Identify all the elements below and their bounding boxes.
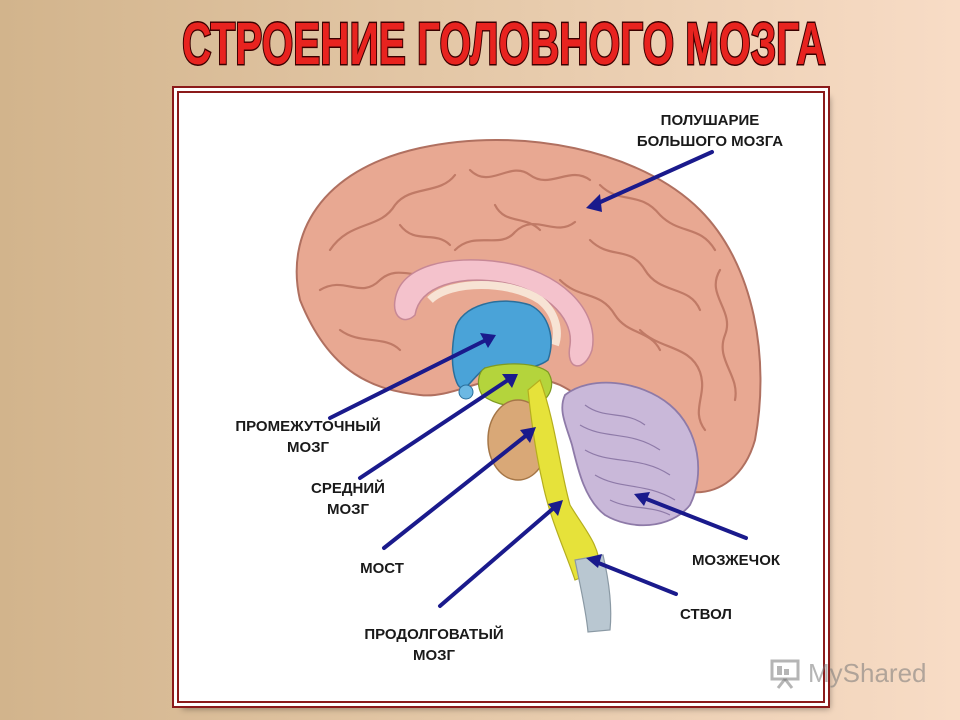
label-medulla: ПРОДОЛГОВАТЫЙ МОЗГ [330,624,538,666]
label-pons: МОСТ [360,560,404,577]
label-cerebellum: МОЗЖЕЧОК [691,552,781,569]
arrow-diencephalon [328,338,488,420]
label-midbrain-line1: СРЕДНИЙ [311,480,385,497]
spinal-cord [574,554,612,633]
medulla [527,378,601,581]
watermark: MyShared [768,656,927,690]
label-midbrain-line2: МОЗГ [326,501,370,518]
arrow-midbrain [358,378,510,480]
label-medulla-line2: МОЗГ [412,647,456,664]
slide-title: СТРОЕНИЕ ГОЛОВНОГО МОЗГА [181,9,827,78]
presentation-board-icon [770,659,800,689]
watermark-text: MyShared [808,657,927,688]
label-medulla-line1: ПРОДОЛГОВАТЫЙ [364,626,504,643]
label-diencephalon-line1: ПРОМЕЖУТОЧНЫЙ [235,418,381,435]
arrow-pons [382,432,530,550]
label-hemisphere-line2: БОЛЬШОГО МОЗГА [636,133,784,150]
pointer-arrows [328,150,748,608]
label-hemisphere: ПОЛУШАРИЕ БОЛЬШОГО МОЗГА [612,110,808,152]
arrow-heads [480,194,650,568]
arrow-hemisphere [594,150,714,206]
fornix [427,281,561,347]
label-stem: СТВОЛ [680,606,732,623]
corpus-callosum [393,259,594,367]
label-midbrain: СРЕДНИЙ МОЗГ [288,478,408,520]
label-diencephalon: ПРОМЕЖУТОЧНЫЙ МОЗГ [206,416,410,458]
cerebellum [561,381,700,527]
label-hemisphere-line1: ПОЛУШАРИЕ [660,112,760,129]
arrow-cerebellum [642,496,748,540]
label-diencephalon-line2: МОЗГ [286,439,330,456]
slide-title-text: СТРОЕНИЕ ГОЛОВНОГО МОЗГА [182,10,826,77]
arrow-medulla [438,504,558,608]
arrow-stem [594,560,678,596]
pituitary [458,384,474,400]
cerebellum-folia [579,404,676,516]
